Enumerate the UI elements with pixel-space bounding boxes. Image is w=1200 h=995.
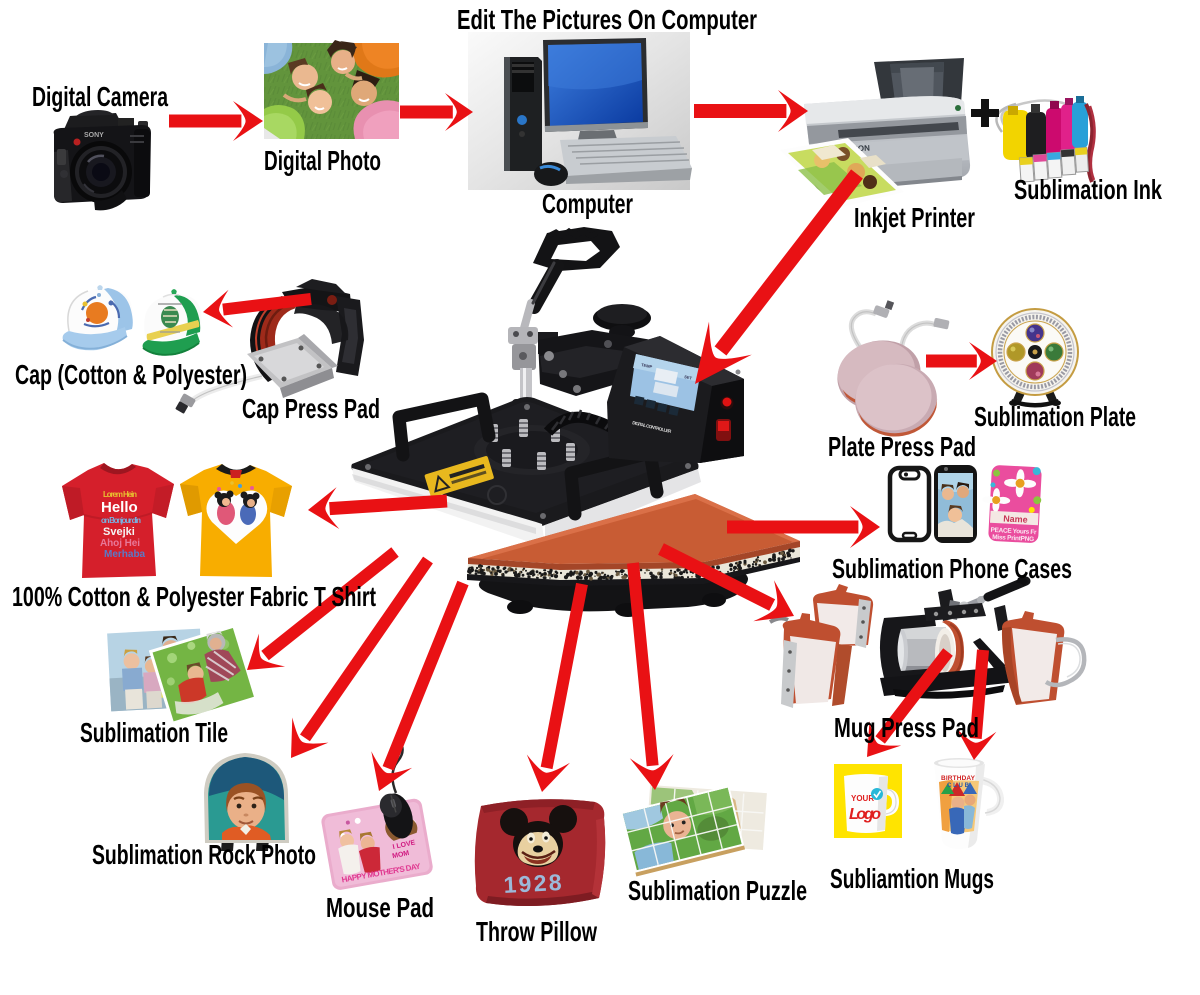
svg-text:I LOVE: I LOVE [392, 839, 416, 851]
svg-text:SONY: SONY [84, 132, 104, 139]
svg-text:Svejki: Svejki [103, 526, 135, 538]
svg-text:TEMP: TEMP [641, 362, 653, 369]
svg-text:MOM: MOM [392, 850, 410, 860]
svg-text:Cap Press Pad: Cap Press Pad [242, 393, 380, 424]
svg-text:Edit The Pictures On Computer: Edit The Pictures On Computer [457, 4, 757, 35]
svg-text:Miss PrintPNG: Miss PrintPNG [992, 534, 1034, 543]
svg-text:CLUB: CLUB [947, 783, 970, 789]
svg-text:Throw Pillow: Throw Pillow [476, 916, 597, 947]
svg-text:Lorem Hein: Lorem Hein [103, 490, 137, 499]
svg-text:BIRTHDAY: BIRTHDAY [941, 775, 976, 782]
svg-text:Subliamtion Mugs: Subliamtion Mugs [830, 863, 994, 894]
svg-text:Sublimation Ink: Sublimation Ink [1014, 174, 1162, 205]
svg-text:Inkjet Printer: Inkjet Printer [854, 202, 975, 233]
svg-text:Hello: Hello [101, 499, 138, 516]
svg-text:Sublimation Phone Cases: Sublimation Phone Cases [832, 553, 1072, 584]
svg-text:PEACE Yours Fr: PEACE Yours Fr [990, 527, 1037, 536]
svg-text:Mouse Pad: Mouse Pad [326, 892, 434, 923]
svg-text:Sublimation Puzzle: Sublimation Puzzle [628, 875, 807, 906]
svg-text:Mug Press Pad: Mug Press Pad [834, 712, 979, 743]
svg-text:Digital Photo: Digital Photo [264, 145, 381, 176]
svg-text:YOUR: YOUR [851, 794, 874, 803]
svg-text:on Bonjour din: on Bonjour din [101, 516, 141, 525]
svg-text:Plate Press Pad: Plate Press Pad [828, 431, 976, 462]
svg-text:Sublimation Plate: Sublimation Plate [974, 401, 1136, 432]
svg-text:Sublimation Tile: Sublimation Tile [80, 717, 228, 748]
svg-text:Logo: Logo [849, 806, 881, 823]
svg-text:Sublimation Rock Photo: Sublimation Rock Photo [92, 839, 316, 870]
svg-text:Computer: Computer [542, 188, 633, 219]
svg-text:Digital Camera: Digital Camera [32, 81, 168, 112]
svg-text:Merhaba: Merhaba [104, 549, 146, 560]
svg-text:Cap (Cotton & Polyester): Cap (Cotton & Polyester) [15, 359, 247, 390]
svg-text:SET: SET [684, 374, 693, 381]
svg-text:Ahoj Hei: Ahoj Hei [100, 538, 140, 549]
svg-text:Name: Name [1003, 513, 1028, 524]
svg-text:100% Cotton & Polyester Fabric: 100% Cotton & Polyester Fabric T Shirt [12, 581, 376, 612]
